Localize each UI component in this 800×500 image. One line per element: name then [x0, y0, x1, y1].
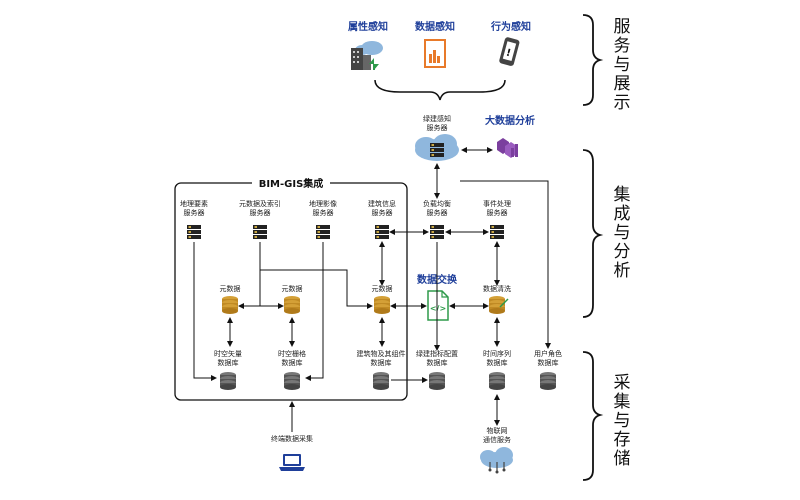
bim-db-icon — [373, 372, 389, 390]
svg-text:成: 成 — [614, 204, 631, 224]
building-server-icon — [375, 225, 389, 239]
geo-image-server-label-2: 服务器 — [313, 208, 334, 217]
user-role-db-label-1: 用户角色 — [534, 349, 562, 358]
event-server-label-1: 事件处理 — [483, 199, 511, 208]
raster-db-label-1: 时空栅格 — [278, 349, 306, 358]
terminal-collection-label: 终端数据采集 — [271, 434, 313, 443]
time-series-db-label-1: 时间序列 — [483, 349, 511, 358]
user-role-db-icon — [540, 372, 556, 390]
metadata-a-label: 元数据 — [220, 284, 241, 293]
metadata-c-label: 元数据 — [372, 284, 393, 293]
meta-index-server-icon — [253, 225, 267, 239]
svg-text:集: 集 — [614, 185, 631, 205]
geo-element-server-icon — [187, 225, 201, 239]
svg-text:示: 示 — [614, 93, 631, 113]
data-perception-label: 数据感知 — [415, 20, 455, 33]
bim-db-label-2: 数据库 — [371, 358, 392, 367]
iot-service-label-1: 物联网 — [487, 426, 508, 435]
green-config-db-icon — [429, 372, 445, 390]
svg-text:与: 与 — [614, 55, 631, 75]
metadata-b-db-icon — [284, 296, 300, 314]
svg-text:采: 采 — [614, 373, 631, 393]
green-config-db-label-2: 数据库 — [427, 358, 448, 367]
big-data-label: 大数据分析 — [485, 114, 535, 127]
building-server-label-2: 服务器 — [372, 208, 393, 217]
data-cleaning-label: 数据清洗 — [483, 284, 511, 293]
metadata-a-db-icon — [222, 296, 238, 314]
svg-text:与: 与 — [614, 411, 631, 431]
behavior-perception-label: 行为感知 — [490, 20, 531, 33]
raster-db-label-2: 数据库 — [282, 358, 303, 367]
geo-element-server-label-1: 地理要素 — [180, 199, 208, 208]
label-integration: 集 成 与 分 析 — [614, 185, 631, 281]
svg-text:集: 集 — [614, 392, 631, 412]
svg-text:服: 服 — [614, 17, 631, 37]
green-config-db-label-1: 绿建指标配置 — [416, 349, 458, 358]
vector-db-label-2: 数据库 — [218, 358, 239, 367]
event-server-icon — [490, 225, 504, 239]
brace-collection — [582, 351, 604, 481]
vector-db-icon — [220, 372, 236, 390]
label-collection: 采 集 与 存 储 — [614, 373, 631, 469]
svg-text:展: 展 — [614, 74, 631, 94]
time-series-db-icon — [489, 372, 505, 390]
geo-element-server-label-2: 服务器 — [184, 208, 205, 217]
big-data-analytics-icon — [497, 138, 518, 158]
svg-text:存: 存 — [614, 430, 631, 450]
data-cleaning-db-icon — [489, 296, 509, 314]
building-server-label-1: 建筑信息 — [368, 199, 396, 208]
green-server-label-1: 绿建感知 — [423, 114, 451, 123]
bim-db-label-1: 建筑物及其组件 — [357, 349, 406, 358]
time-series-db-label-2: 数据库 — [487, 358, 508, 367]
report-chart-icon — [424, 39, 446, 68]
meta-index-server-label-2: 服务器 — [250, 208, 271, 217]
svg-text:与: 与 — [614, 223, 631, 243]
raster-db-icon — [284, 372, 300, 390]
code-file-icon: </> — [427, 290, 449, 321]
brace-integration — [582, 149, 604, 318]
label-service: 服 务 与 展 示 — [614, 17, 631, 113]
user-role-db-label-2: 数据库 — [538, 358, 559, 367]
svg-text:析: 析 — [614, 261, 631, 281]
vector-db-label-1: 时空矢量 — [214, 349, 242, 358]
load-balance-server-icon — [430, 225, 444, 239]
cloud-server-icon — [415, 134, 459, 161]
laptop-icon — [279, 454, 305, 471]
meta-index-server-label-1: 元数据及索引 — [239, 199, 281, 208]
iot-service-label-2: 通信服务 — [483, 435, 511, 444]
svg-text:储: 储 — [614, 449, 631, 469]
phone-alert-icon: ! — [499, 37, 520, 66]
attr-perception-label: 属性感知 — [348, 20, 388, 33]
geo-image-server-label-1: 地理影像 — [309, 199, 337, 208]
iot-cloud-icon — [480, 447, 513, 474]
geo-image-server-icon — [316, 225, 330, 239]
load-balance-server-label-1: 负载均衡 — [423, 199, 451, 208]
bimgis-title: BIM-GIS集成 — [259, 177, 324, 190]
green-server-label-2: 服务器 — [427, 123, 448, 132]
metadata-c-db-icon — [374, 296, 390, 314]
connector-lines — [193, 163, 551, 432]
svg-text:!: ! — [505, 48, 512, 60]
top-curly-brace — [374, 79, 506, 101]
metadata-b-label: 元数据 — [282, 284, 303, 293]
svg-text:务: 务 — [614, 36, 631, 56]
svg-text:</>: </> — [430, 304, 446, 313]
load-balance-server-label-2: 服务器 — [427, 208, 448, 217]
event-server-label-2: 服务器 — [487, 208, 508, 217]
svg-text:分: 分 — [614, 242, 631, 262]
brace-service — [582, 14, 604, 106]
building-icon — [351, 41, 383, 70]
